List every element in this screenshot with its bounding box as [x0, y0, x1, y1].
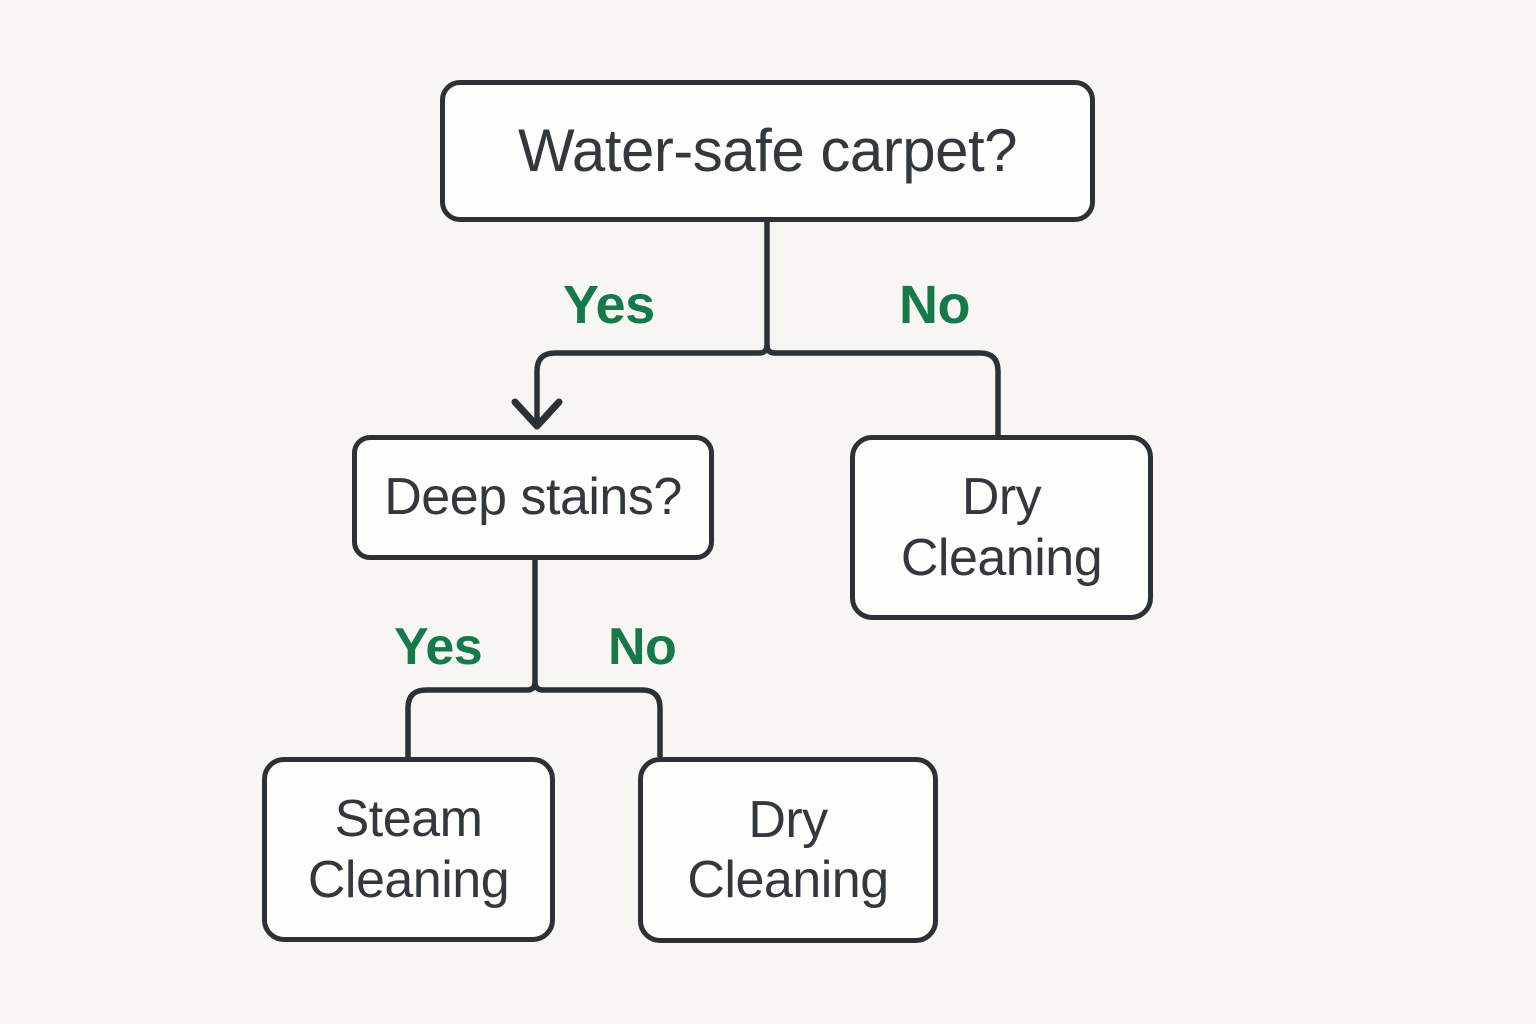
- node-dry-cleaning-right: Dry Cleaning: [850, 435, 1153, 620]
- edge-label-no-bottom: No: [608, 618, 677, 676]
- node-steam-cleaning-label: Steam Cleaning: [307, 790, 510, 909]
- node-water-safe-carpet-label: Water-safe carpet?: [518, 117, 1017, 185]
- arrowhead-down-icon: [511, 398, 563, 430]
- node-dry-cleaning-bottom-label: Dry Cleaning: [687, 790, 889, 909]
- edge-deep-yes: [405, 681, 538, 757]
- edge-root-no: [764, 344, 1001, 435]
- edge-deep-no: [532, 681, 663, 757]
- edge-label-yes-top: Yes: [563, 275, 655, 335]
- node-deep-stains: Deep stains?: [352, 435, 714, 560]
- node-dry-cleaning-bottom: Dry Cleaning: [638, 757, 938, 943]
- edge-label-yes-bottom: Yes: [394, 618, 483, 676]
- edge-label-no-top: No: [899, 275, 970, 335]
- node-deep-stains-label: Deep stains?: [384, 468, 682, 527]
- edge-root-yes: [534, 344, 770, 422]
- node-water-safe-carpet: Water-safe carpet?: [440, 80, 1095, 222]
- node-dry-cleaning-right-label: Dry Cleaning: [900, 468, 1103, 587]
- node-steam-cleaning: Steam Cleaning: [262, 757, 555, 942]
